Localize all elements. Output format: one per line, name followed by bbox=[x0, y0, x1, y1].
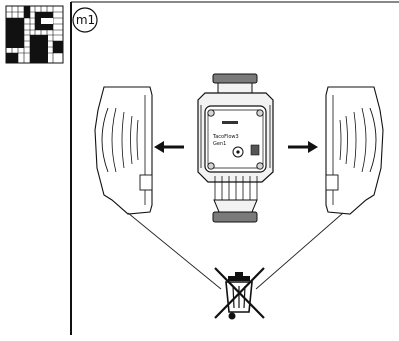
leader-line-right bbox=[255, 212, 344, 290]
pump-label-line1: TacoFlow3 bbox=[212, 134, 239, 140]
pump-label-line2: Gen1 bbox=[213, 141, 226, 147]
pump bbox=[197, 73, 274, 223]
leader-line-left bbox=[127, 212, 222, 290]
right-motor-housing bbox=[325, 86, 384, 215]
arrow-left-icon bbox=[154, 141, 184, 153]
step-label: m1 bbox=[75, 13, 96, 27]
crossed-out-wheelie-bin-icon bbox=[214, 267, 265, 320]
page-thumbnail-icon bbox=[5, 5, 64, 64]
step-circle bbox=[72, 7, 98, 33]
arrow-right-icon bbox=[288, 141, 318, 153]
left-motor-housing bbox=[94, 86, 153, 215]
